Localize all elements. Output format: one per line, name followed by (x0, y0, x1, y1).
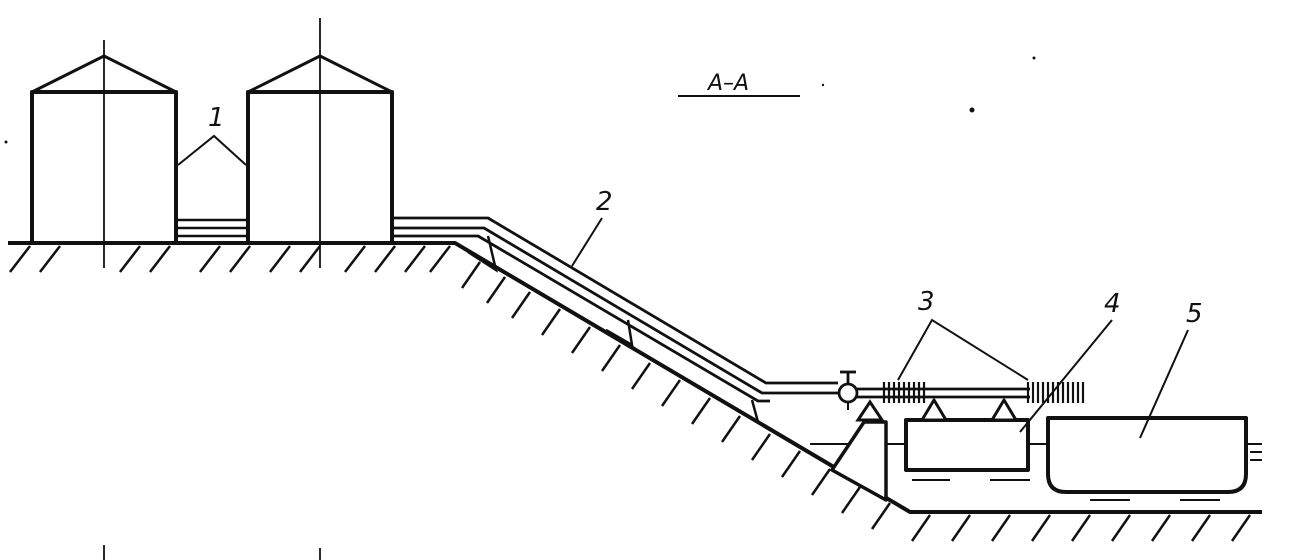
barge (1046, 416, 1248, 494)
callout-4-leader (1019, 319, 1113, 433)
ground-hatching (9, 245, 1252, 542)
valve-stand (855, 399, 885, 422)
valve-icon (837, 370, 859, 404)
barge-waterline (1250, 451, 1262, 461)
axis-stubs (103, 545, 321, 560)
callout-5-label: 5 (1186, 299, 1203, 329)
callout-2-label: 2 (596, 187, 613, 217)
pipeline-gallery (392, 216, 838, 403)
silo-left (30, 40, 178, 268)
scan-marks (4, 56, 1036, 144)
section-title: A–A (706, 71, 749, 96)
pontoon-supports (920, 398, 1018, 422)
callout-1-leader (177, 134, 247, 166)
callout-1-label: 1 (208, 103, 225, 133)
pontoon (904, 418, 1030, 472)
delivery-pipe (857, 387, 1030, 399)
silo-connector (176, 218, 248, 238)
flexible-hose-right (1026, 382, 1085, 403)
quay-wall (830, 420, 888, 502)
callout-3-label: 3 (918, 287, 935, 317)
silo-right (246, 18, 394, 268)
pipeline-supports (467, 235, 761, 425)
ground-profile (8, 241, 1262, 514)
callout-2-leader (571, 217, 603, 267)
callout-4-label: 4 (1104, 289, 1121, 319)
callout-3-leader (897, 318, 1029, 381)
callout-5-leader (1139, 329, 1189, 439)
flexible-hose-left (882, 382, 926, 403)
